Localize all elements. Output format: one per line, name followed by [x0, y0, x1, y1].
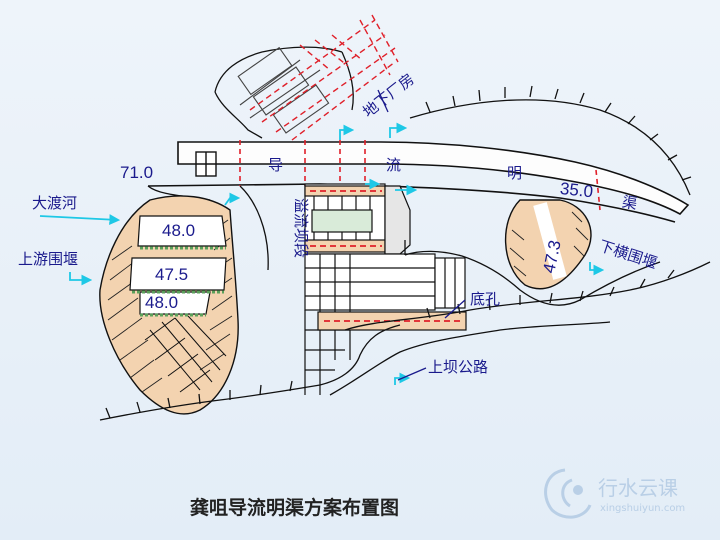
right-bank-mountain [409, 85, 692, 196]
label-dam-road: 上坝公路 [428, 358, 488, 376]
label-canal-char: 渠 [621, 193, 639, 213]
label-elev-upstream-bottom: 48.0 [145, 293, 178, 312]
underground-powerhouse [237, 14, 399, 141]
label-elev-upstream-mid: 47.5 [155, 265, 188, 284]
label-underground-powerhouse: 地下厂房 [359, 70, 417, 121]
label-river: 大渡河 [32, 194, 77, 212]
dam-blocks [304, 183, 466, 395]
lower-bank-road [99, 321, 611, 421]
label-elev-upstream-top: 48.0 [162, 221, 195, 240]
leader-lines [377, 89, 466, 381]
flow-arrows [39, 122, 605, 385]
label-upstream-cofferdam: 上游围堰 [18, 250, 78, 268]
label-downstream-cofferdam: 下横围堰 [597, 237, 660, 273]
label-diversion-char1: 导 [268, 156, 283, 174]
upstream-cofferdam [99, 195, 239, 415]
watermark-brand-url: xingshuiyun.com [600, 503, 685, 514]
downstream-cofferdam [504, 199, 592, 290]
watermark-logo: 行水云课 xingshuiyun.com [544, 468, 685, 519]
canal-entrance-gate [195, 151, 217, 177]
diagram-title: 龚咀导流明渠方案布置图 [190, 496, 399, 519]
label-diversion-char2: 流 [386, 156, 401, 174]
label-elev-canal-entrance: 71.0 [120, 163, 153, 182]
watermark-brand-cn: 行水云课 [598, 476, 678, 500]
label-elev-canal-exit: 35.0 [559, 179, 594, 201]
label-bottom-outlet: 底孔 [470, 290, 500, 308]
wave-logo-icon [544, 468, 592, 519]
canal-floor [148, 164, 320, 186]
canal-section-lines [239, 140, 601, 211]
downstream-banks [344, 240, 711, 331]
label-diversion-dam-section: 溢流坝段 [292, 198, 310, 258]
dam-red-bands [310, 190, 382, 247]
label-diversion-char3: 明 [507, 164, 522, 182]
powerhouse-mountain [214, 46, 354, 139]
